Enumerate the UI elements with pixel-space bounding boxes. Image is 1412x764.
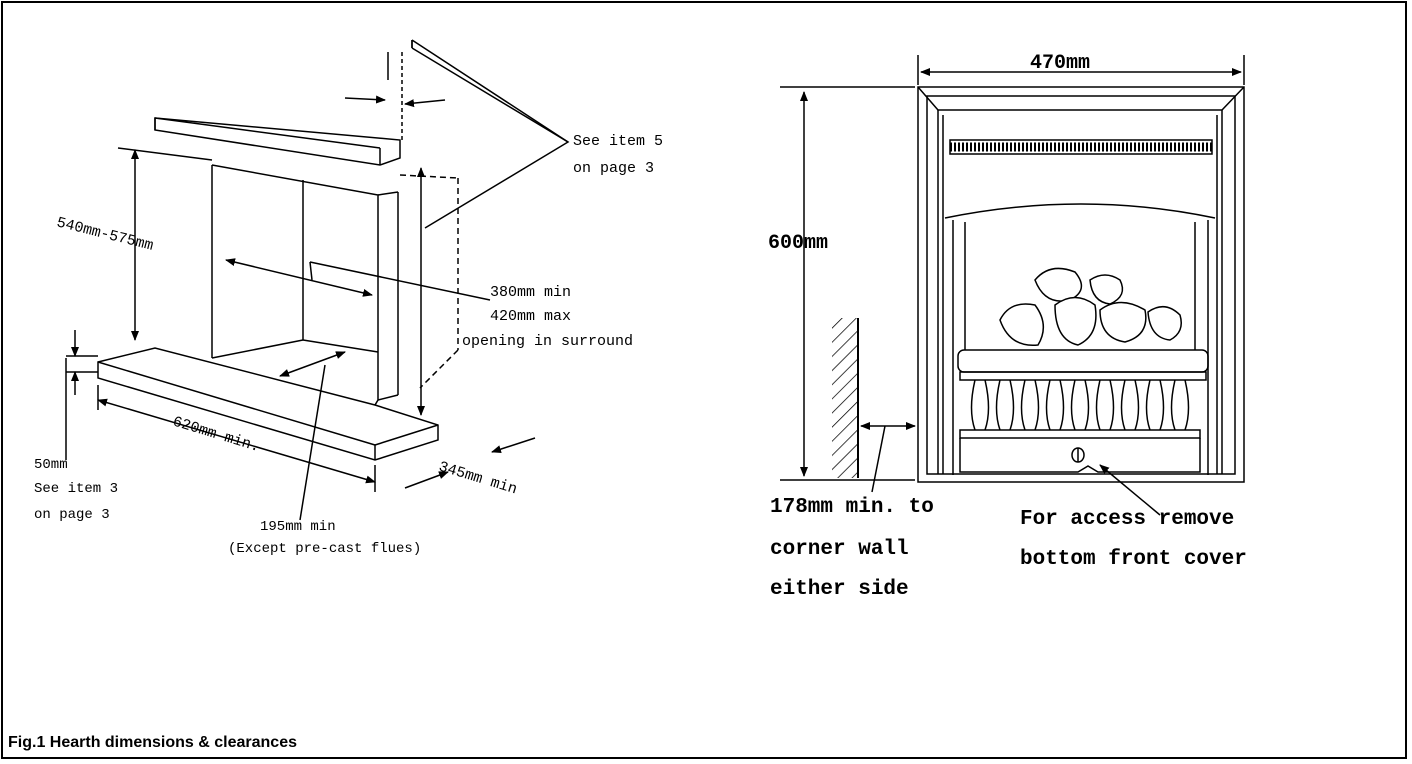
right-dimension-lines <box>780 55 1245 516</box>
opening-line3: opening in surround <box>462 333 633 350</box>
fire-front-drawing <box>917 86 1245 483</box>
right-labels: 470mm 600mm 178mm min. to corner wall ei… <box>768 52 1247 601</box>
corner-line1: 178mm min. to <box>770 496 934 519</box>
left-labels: See item 5 on page 3 540mm-575mm 380mm m… <box>34 133 663 557</box>
height-600-label: 600mm <box>768 232 828 255</box>
see-item5-line1: See item 5 <box>573 133 663 150</box>
corner-wall <box>832 318 859 478</box>
fireplace-opening-drawing <box>97 52 459 461</box>
hearth-depth-label: 345mm min <box>437 459 519 499</box>
access-line1: For access remove <box>1020 508 1234 531</box>
left-dimension-lines <box>65 39 570 521</box>
front-depth-line1: 195mm min <box>260 519 336 535</box>
corner-line3: either side <box>770 578 909 601</box>
see-item5-line2: on page 3 <box>573 160 654 177</box>
front-depth-line2: (Except pre-cast flues) <box>228 541 421 557</box>
width-470-label: 470mm <box>1030 52 1090 75</box>
corner-line2: corner wall <box>770 538 909 561</box>
height-label: 540mm-575mm <box>55 214 155 254</box>
figure-caption: Fig.1 Hearth dimensions & clearances <box>8 734 297 751</box>
opening-line1: 380mm min <box>490 284 571 301</box>
access-line2: bottom front cover <box>1020 548 1247 571</box>
see-item3-line2: on page 3 <box>34 507 110 523</box>
opening-line2: 420mm max <box>490 308 571 325</box>
see-item3-line1: See item 3 <box>34 481 118 497</box>
hearth-height-label: 50mm <box>34 457 68 473</box>
